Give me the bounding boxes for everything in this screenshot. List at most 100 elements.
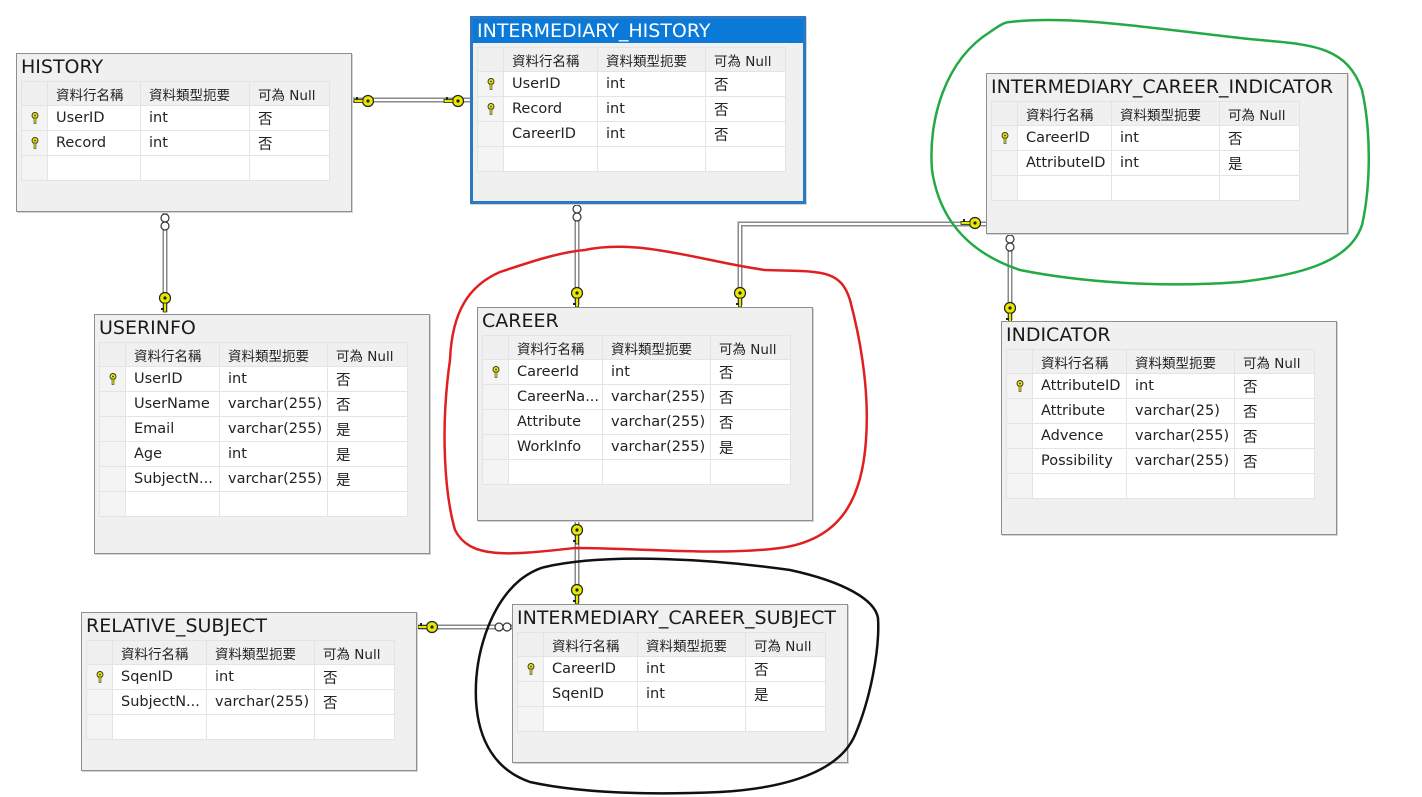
many-icon	[494, 622, 512, 632]
column-grid: 資料行名稱 資料類型扼要 可為 Null UserID int 否 UserNa…	[99, 342, 408, 517]
table-indicator[interactable]: INDICATOR 資料行名稱 資料類型扼要 可為 Null Attribute…	[1001, 321, 1337, 535]
table-history[interactable]: HISTORY 資料行名稱 資料類型扼要 可為 Null UserID int …	[16, 53, 352, 212]
table-row[interactable]: Attribute varchar(25) 否	[1006, 398, 1315, 424]
empty-row[interactable]	[1006, 473, 1315, 499]
table-row[interactable]: Possibility varchar(255) 否	[1006, 448, 1315, 474]
table-row[interactable]: Email varchar(255) 是	[99, 416, 408, 442]
table-row[interactable]: CareerID int 否	[991, 125, 1300, 151]
allow-null-cell: 是	[327, 416, 408, 442]
empty-row[interactable]	[86, 714, 395, 740]
allow-null-cell: 是	[327, 441, 408, 467]
table-row[interactable]: Advence varchar(255) 否	[1006, 423, 1315, 449]
relation-career-intermediary-career-indicator[interactable]	[733, 216, 987, 308]
table-row[interactable]: SqenID int 否	[86, 664, 395, 690]
data-type-cell: varchar(25)	[1126, 398, 1235, 424]
data-type-cell: int	[597, 96, 706, 122]
header-data-type: 資料類型扼要	[637, 632, 746, 657]
header-allow-null: 可為 Null	[327, 342, 408, 367]
table-intermediary-career-indicator[interactable]: INTERMEDIARY_CAREER_INDICATOR 資料行名稱 資料類型…	[986, 73, 1348, 234]
allow-null-cell: 否	[314, 664, 395, 690]
table-row[interactable]: Attribute varchar(255) 否	[482, 409, 791, 435]
table-row[interactable]: UserName varchar(255) 否	[99, 391, 408, 417]
table-row[interactable]: CareerId int 否	[482, 359, 791, 385]
table-title: USERINFO	[99, 317, 196, 339]
table-userinfo[interactable]: USERINFO 資料行名稱 資料類型扼要 可為 Null UserID int…	[94, 314, 430, 554]
table-title: INTERMEDIARY_CAREER_INDICATOR	[991, 76, 1334, 98]
table-row[interactable]: AttributeID int 是	[991, 150, 1300, 176]
data-type-cell: int	[1111, 150, 1220, 176]
header-column-name: 資料行名稱	[112, 640, 207, 665]
table-row[interactable]: SubjectN... varchar(255) 是	[99, 466, 408, 492]
relation-intermediary-history-career[interactable]	[570, 204, 584, 308]
relation-relative-subject-intermediary-career-subject[interactable]	[416, 620, 512, 634]
empty-row[interactable]	[482, 459, 791, 485]
table-title: RELATIVE_SUBJECT	[86, 615, 267, 637]
data-type-cell: varchar(255)	[206, 689, 315, 715]
table-career[interactable]: CAREER 資料行名稱 資料類型扼要 可為 Null CareerId int…	[477, 307, 813, 521]
allow-null-cell: 否	[1234, 423, 1315, 449]
grid-header-row: 資料行名稱 資料類型扼要 可為 Null	[1006, 349, 1315, 374]
empty-row[interactable]	[99, 491, 408, 517]
data-type-cell: int	[206, 664, 315, 690]
header-data-type: 資料類型扼要	[1126, 349, 1235, 374]
table-intermediary-history[interactable]: INTERMEDIARY_HISTORY 資料行名稱 資料類型扼要 可為 Nul…	[470, 16, 806, 204]
table-row[interactable]: SubjectN... varchar(255) 否	[86, 689, 395, 715]
primary-key-icon	[1001, 132, 1008, 144]
table-row[interactable]: Record int 否	[21, 130, 330, 156]
key-icon	[353, 94, 375, 108]
relation-history-intermediary-history[interactable]	[352, 94, 470, 108]
column-name-cell: Record	[47, 130, 141, 156]
table-row[interactable]: CareerNa... varchar(255) 否	[482, 384, 791, 410]
allow-null-cell: 是	[710, 434, 791, 460]
empty-row[interactable]	[517, 706, 826, 732]
relation-history-userinfo[interactable]	[158, 212, 172, 313]
data-type-cell: varchar(255)	[219, 391, 328, 417]
table-row[interactable]: Age int 是	[99, 441, 408, 467]
allow-null-cell: 否	[327, 366, 408, 392]
header-column-name: 資料行名稱	[543, 632, 638, 657]
grid-header-row: 資料行名稱 資料類型扼要 可為 Null	[86, 640, 395, 665]
many-icon	[1005, 234, 1015, 252]
empty-row[interactable]	[991, 175, 1300, 201]
key-icon	[570, 583, 584, 605]
key-icon	[443, 94, 465, 108]
column-grid: 資料行名稱 資料類型扼要 可為 Null SqenID int 否 Subjec…	[86, 640, 395, 740]
allow-null-cell: 否	[1234, 448, 1315, 474]
header-data-type: 資料類型扼要	[597, 47, 706, 72]
table-row[interactable]: CareerID int 否	[517, 656, 826, 682]
allow-null-cell: 否	[249, 130, 330, 156]
table-row[interactable]: SqenID int 是	[517, 681, 826, 707]
relation-career-intermediary-career-subject[interactable]	[570, 521, 584, 605]
allow-null-cell: 是	[327, 466, 408, 492]
table-row[interactable]: CareerID int 否	[477, 121, 786, 147]
table-intermediary-career-subject[interactable]: INTERMEDIARY_CAREER_SUBJECT 資料行名稱 資料類型扼要…	[512, 604, 848, 763]
relation-intermediary-career-indicator-indicator[interactable]	[1003, 234, 1017, 323]
column-name-cell: UserID	[47, 105, 141, 131]
table-row[interactable]: UserID int 否	[21, 105, 330, 131]
table-row[interactable]: Record int 否	[477, 96, 786, 122]
key-icon	[1003, 301, 1017, 323]
table-row[interactable]: UserID int 否	[477, 71, 786, 97]
column-name-cell: Possibility	[1032, 448, 1127, 474]
data-type-cell: int	[1126, 373, 1235, 399]
data-type-cell: varchar(255)	[1126, 448, 1235, 474]
table-row[interactable]: AttributeID int 否	[1006, 373, 1315, 399]
data-type-cell: int	[219, 441, 328, 467]
empty-row[interactable]	[477, 146, 786, 172]
primary-key-icon	[1016, 380, 1023, 392]
header-column-name: 資料行名稱	[508, 335, 603, 360]
column-name-cell: SubjectN...	[112, 689, 207, 715]
column-name-cell: Attribute	[1032, 398, 1127, 424]
empty-row[interactable]	[21, 155, 330, 181]
table-row[interactable]: UserID int 否	[99, 366, 408, 392]
table-relative-subject[interactable]: RELATIVE_SUBJECT 資料行名稱 資料類型扼要 可為 Null Sq…	[81, 612, 417, 771]
allow-null-cell: 否	[710, 359, 791, 385]
table-title: HISTORY	[21, 56, 104, 78]
column-name-cell: WorkInfo	[508, 434, 603, 460]
data-type-cell: varchar(255)	[219, 416, 328, 442]
allow-null-cell: 否	[314, 689, 395, 715]
column-name-cell: CareerID	[1017, 125, 1112, 151]
table-row[interactable]: WorkInfo varchar(255) 是	[482, 434, 791, 460]
column-grid: 資料行名稱 資料類型扼要 可為 Null UserID int 否 Record…	[477, 47, 786, 172]
